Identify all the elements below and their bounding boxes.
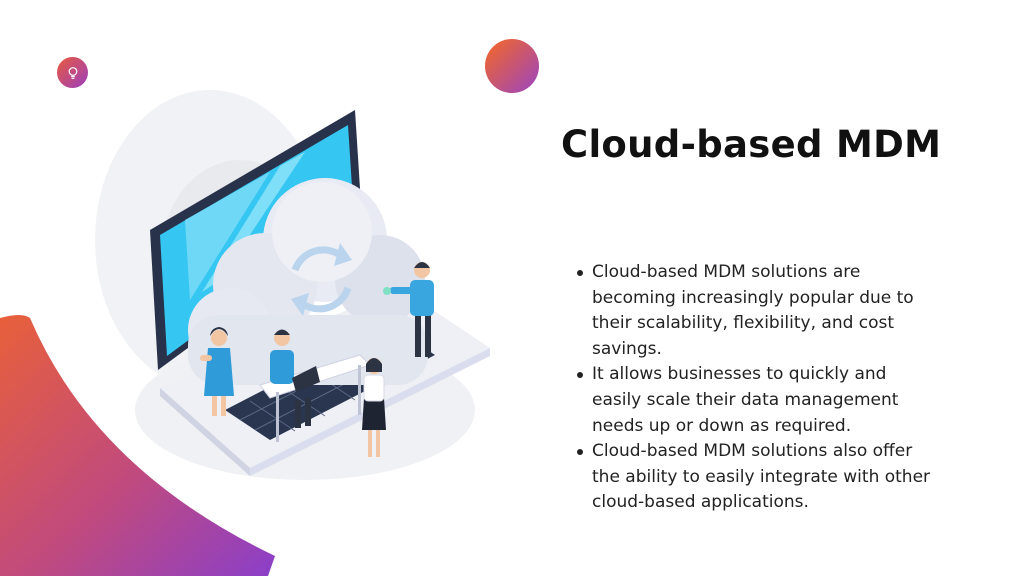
bullet-item: Cloud-based MDM solutions also offer the… — [576, 439, 936, 516]
bullet-item: Cloud-based MDM solutions are becoming i… — [576, 260, 936, 362]
person-standing-right — [383, 262, 434, 357]
bullet-item: It allows businesses to quickly and easi… — [576, 362, 936, 439]
lightbulb-icon — [68, 66, 77, 79]
person-woman-front — [362, 358, 386, 457]
person-woman-left — [200, 327, 234, 416]
badge-circle — [57, 57, 88, 88]
cloud-laptop-illustration — [95, 90, 490, 480]
slide-title: Cloud-based MDM — [561, 123, 942, 166]
bullet-list: Cloud-based MDM solutions are becoming i… — [576, 260, 936, 516]
sync-icon — [291, 246, 352, 313]
decorative-circle — [485, 39, 539, 93]
person-sitting-laptop — [259, 329, 371, 442]
